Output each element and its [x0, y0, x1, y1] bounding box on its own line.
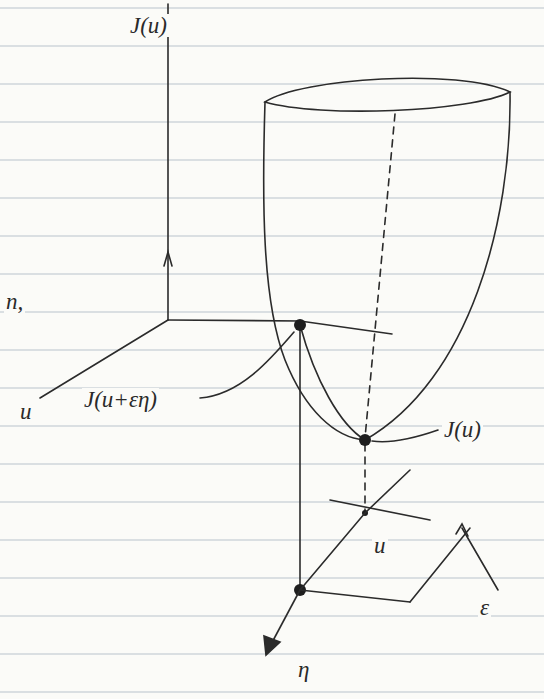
axis-tick — [164, 252, 172, 266]
plane-line — [300, 590, 410, 602]
plane-line — [300, 470, 410, 590]
drop-line — [299, 325, 301, 588]
axis-label: u — [372, 534, 388, 557]
surface-slice — [300, 325, 365, 440]
dimension-line — [462, 528, 498, 590]
plane-line — [410, 528, 470, 602]
point — [294, 319, 306, 331]
horizontal-axis — [168, 320, 392, 334]
j-axis — [167, 4, 169, 320]
axis-label: J(u) — [442, 418, 483, 441]
bowl-left — [264, 102, 365, 440]
axis-label: η — [296, 658, 311, 681]
axis-label: ε — [478, 596, 491, 619]
bowl-rim — [265, 78, 510, 111]
hidden-line — [365, 114, 395, 438]
dimension-arrow — [456, 524, 468, 536]
arrowhead — [264, 636, 280, 655]
leader-line — [372, 430, 438, 442]
axis-label: J(u+εη) — [82, 388, 159, 411]
u-axis — [40, 320, 168, 398]
plane-line — [330, 500, 430, 520]
dashed-drop — [364, 444, 366, 512]
point — [359, 434, 371, 446]
axis-label: J(u) — [128, 14, 169, 37]
axis-label: u — [18, 400, 34, 423]
axis-label: n, — [4, 290, 25, 313]
leader-line — [200, 332, 294, 398]
bowl-right — [365, 92, 510, 440]
